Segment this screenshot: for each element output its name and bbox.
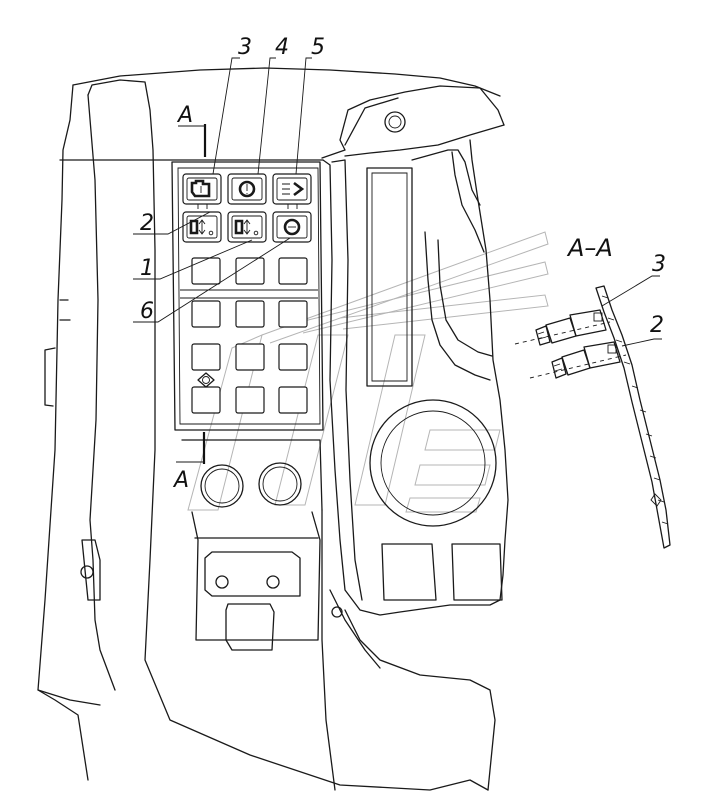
key-axle-lock-front [182, 211, 222, 243]
callout-1: 1 [133, 239, 253, 281]
section-marker-bottom-label: A [172, 468, 189, 493]
section-marker-top-label: A [176, 103, 193, 128]
callout-3: 3 [212, 35, 252, 175]
axle-lock-icon [234, 219, 259, 236]
callout-2-label: 2 [140, 211, 154, 236]
key-axle-lock-rear [227, 211, 267, 243]
callout-1-label: 1 [140, 256, 154, 281]
callout-3-label: 3 [238, 35, 252, 60]
key-brake-warning [227, 173, 267, 205]
callout-6-label: 6 [140, 299, 154, 324]
section-view: A–A 3 2 [514, 234, 671, 549]
right-dash [321, 85, 509, 791]
callout-2: 2 [133, 211, 211, 236]
left-body-panel [37, 67, 501, 791]
axle-lock-icon [189, 219, 214, 236]
callout-4-label: 4 [275, 35, 289, 60]
callout-4: 4 [257, 35, 289, 175]
section-detail-label-3: 3 [652, 252, 666, 277]
section-detail-label-2: 2 [650, 313, 664, 338]
switch-panel [171, 161, 324, 431]
blank-keys [191, 257, 308, 414]
hazard-icon [197, 372, 215, 388]
key-beam-lights [272, 173, 312, 205]
engine-icon [190, 179, 211, 198]
section-marker-bottom: A [172, 432, 206, 493]
key-motor [272, 211, 312, 243]
callout-5-label: 5 [311, 35, 325, 60]
section-view-title: A–A [566, 234, 613, 262]
callout-6: 6 [133, 237, 291, 324]
key-engine [182, 173, 222, 205]
callout-5: 5 [295, 35, 325, 175]
watermark-logo [187, 231, 549, 513]
beam-lights-icon [282, 181, 305, 197]
section-marker-top: A [176, 103, 207, 157]
lower-controls [181, 439, 323, 651]
